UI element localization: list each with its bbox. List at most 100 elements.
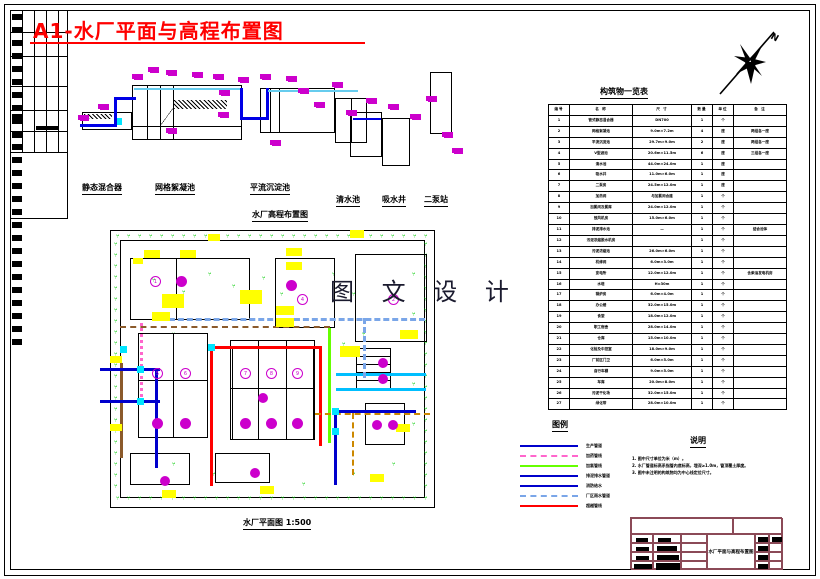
table-cell-unit: 座 [712,158,734,171]
table-cell-name: 化验及中控室 [569,343,633,356]
title-underline [30,42,365,44]
table-cell-no: 13 [548,245,570,258]
table-cell-note: 三组各一座 [733,147,787,160]
greenery-mark: ⑂ [114,351,118,358]
table-cell-name: 二泵房 [569,180,633,193]
table-cell-unit: 个 [712,365,734,378]
table-cell-note [733,376,787,389]
table-cell-unit: 个 [712,343,734,356]
table-cell-name: 厂前区门卫 [569,354,633,367]
plan-tag-12 [133,258,143,264]
legend-item: 排泥排水管道 [520,471,645,481]
table-cell-size: 26.0m×6.0m [632,245,692,258]
greenery-mark: ⑂ [412,311,416,318]
plan-block-sc [215,453,270,483]
notes-title: 说明 [690,435,706,448]
tb-r2c2-mark [657,546,677,551]
note-line-3: 3. 图中未注明的构筑物均为中心线定位尺寸。 [632,470,714,475]
pipe-riser-1 [114,97,117,127]
greenery-mark: ⑂ [424,307,428,314]
greenery-mark: ⑂ [332,271,336,278]
table-cell-no: 25 [548,376,570,389]
profile-mixer-box [82,112,132,130]
margin-divider-4 [58,10,59,152]
margin-hdiv-1 [10,32,68,33]
binding-tick [12,53,22,59]
profile-suctionwell-box [382,118,410,166]
plan-ref-21 [160,476,170,486]
plan-tag-20 [208,234,220,241]
table-cell-qty: 1 [691,234,713,247]
legend-item: 加药管线 [520,451,645,461]
table-cell-unit: 个 [712,245,734,258]
binding-tick [12,326,22,332]
greenery-mark: ⑂ [114,428,118,435]
table-cell-name: 吸水井 [569,169,633,182]
greenery-mark: ⑂ [314,233,318,240]
table-cell-name: 鼓风机房 [569,213,633,225]
greenery-mark: ⑂ [352,291,356,298]
table-cell-size: 28.0m×14.0m [632,322,692,335]
plan-ref-17 [378,374,388,384]
table-cell-size: 24.5m×12.0m [632,180,692,193]
table-cell-note [733,169,787,182]
greenery-mark: ⑂ [424,428,428,435]
binding-tick [12,40,22,46]
plan-pipe-chlorine [328,328,331,443]
table-cell-qty: 1 [691,202,713,215]
filter-div [351,98,352,143]
table-cell-unit: 个 [712,322,734,335]
greenery-mark: ⑂ [248,495,252,502]
table-cell-name: 变电所 [569,267,633,280]
greenery-mark: ⑂ [114,329,118,336]
binding-tick [12,118,22,124]
table-cell-note [733,398,787,411]
greenery-mark: ⑂ [116,495,120,502]
greenery-mark: ⑂ [424,285,428,292]
table-cell-name: 自行车棚 [569,365,633,378]
plan-ref-3 [286,280,297,291]
greenery-mark: ⑂ [424,233,428,240]
profile-caption: 水厂高程布置图 [252,209,308,222]
greenery-mark: ⑂ [424,252,428,259]
plan-block-admin [130,258,250,320]
table-cell-no: 22 [548,343,570,356]
table-cell-unit: 个 [712,234,734,247]
table-cell-name: 食堂 [569,311,633,324]
tb-r3c3 [681,552,707,561]
greenery-mark: ⑂ [114,417,118,424]
tb-r3c1-mark [636,555,649,560]
table-cell-no: 12 [548,234,570,247]
valve-node-5 [332,428,339,435]
legend-line-swatch [520,475,578,477]
greenery-mark: ⑂ [325,495,329,502]
table-cell-note [733,114,787,127]
greenery-mark: ⑂ [292,233,296,240]
table-cell-note [733,311,787,324]
greenery-mark: ⑂ [270,233,274,240]
greenery-mark: ⑂ [114,384,118,391]
table-cell-name: 车库 [569,376,633,389]
table-cell-size: 12.0m×12.0m [632,267,692,280]
tb-r1c3 [681,534,707,543]
table-cell-qty: 1 [691,213,713,225]
plan-ref-10 [180,418,191,429]
plan-tag-17 [260,486,274,494]
legend-line-swatch [520,485,578,487]
table-cell-size: 9.0m×7.2m [632,125,692,138]
greenery-mark: ⑂ [413,495,417,502]
plan-tag-3 [286,248,302,256]
pipe-to-suction [353,118,381,120]
greenery-mark: ⑂ [182,495,186,502]
table-cell-unit: 个 [712,398,734,411]
greenery-mark: ⑂ [212,471,216,478]
greenery-mark: ⑂ [116,233,120,240]
th-no: 编号 [548,104,570,116]
plan-pipe-brown-n [120,326,330,328]
margin-divider-3 [46,10,47,152]
